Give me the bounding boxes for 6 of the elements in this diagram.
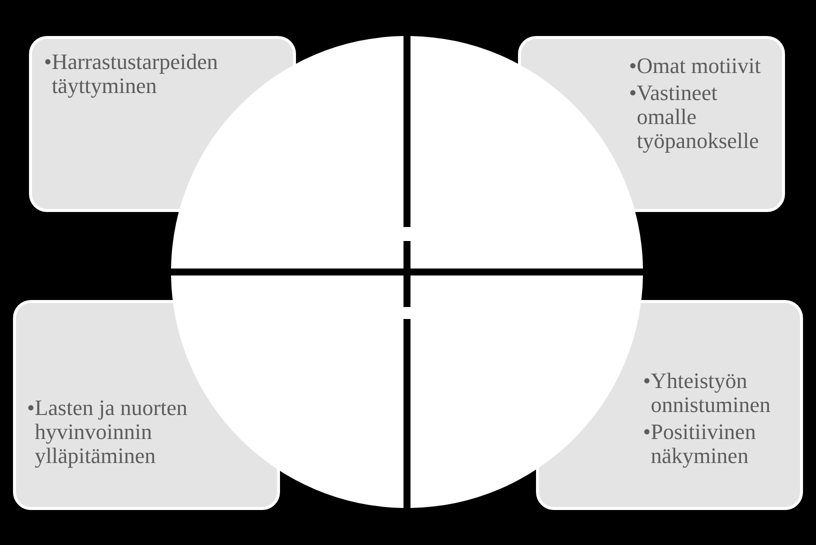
bullet-text: •Positiivinen näkyminen: [643, 420, 757, 468]
bullet-text: •Yhteistyön onnistuminen: [643, 369, 772, 417]
bullet-text: •Harrastustarpeiden täyttyminen: [44, 50, 219, 98]
bullet-text: •Vastineet omalle työpanokselle: [629, 81, 760, 153]
bullet-text: •Lasten ja nuorten hyvinvoinnin ylläpitäminen: [27, 396, 188, 468]
bullet-text: •Omat motiivit: [629, 54, 761, 78]
